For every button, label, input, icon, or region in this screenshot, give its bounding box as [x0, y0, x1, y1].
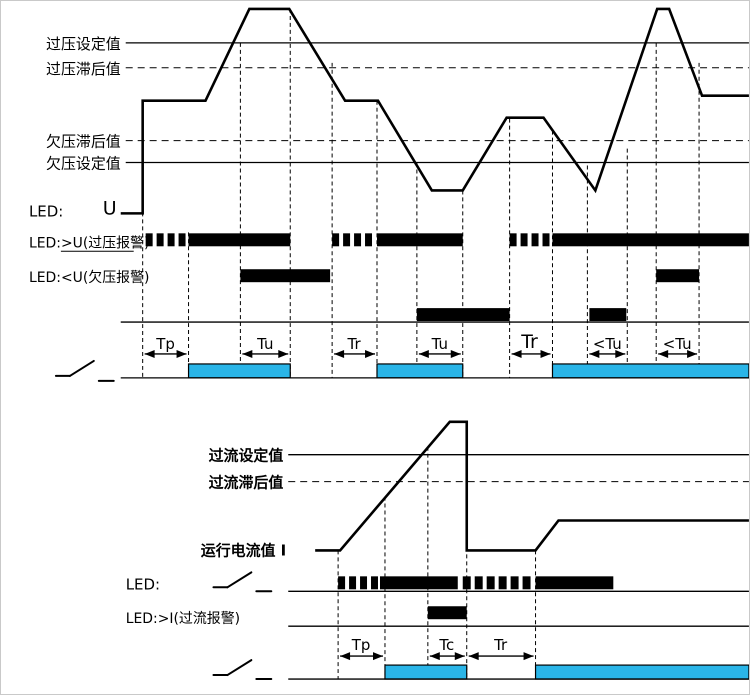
current-waveform — [315, 420, 749, 552]
timing-label: <Tu — [593, 335, 622, 353]
relay-output-bars-top — [187, 363, 749, 379]
overcurrent-set-label: 过流设定值 — [209, 447, 284, 465]
led-overvoltage-bars — [145, 233, 749, 247]
overvoltage-hysteresis-label: 过压滞后值 — [46, 60, 121, 78]
current-signal-label: 运行电流值 I — [201, 541, 286, 559]
timing-label: Tu — [431, 335, 448, 353]
timing-label: <Tu — [663, 335, 692, 353]
top-timing-annotations: Tp Tu Tr Tu Tr <Tu <Tu — [144, 331, 698, 358]
overcurrent-hysteresis-label: 过流滞后值 — [209, 474, 284, 492]
overvoltage-set-label: 过压设定值 — [46, 35, 121, 53]
undervoltage-output-bars — [416, 308, 627, 322]
relay-contact-icon — [212, 571, 273, 593]
voltage-timing-diagram: 过压设定值 过压滞后值 欠压滞后值 欠压设定值 LED: U LED:>U(过压… — [29, 7, 749, 382]
undervoltage-hysteresis-label: 欠压滞后值 — [46, 133, 121, 151]
relay-contact-icon — [54, 359, 115, 382]
current-timing-diagram: 过流设定值 过流滞后值 运行电流值 I LED: LED:>I(过流报警) Tp — [126, 420, 749, 681]
relay-output-bars-bottom — [384, 664, 749, 680]
timing-label: Tp — [155, 335, 175, 353]
timing-label: Tp — [351, 636, 371, 654]
led-undervoltage-label: LED:<U(欠压报警) — [29, 270, 150, 286]
timing-label: Tr — [347, 335, 362, 353]
timing-label: Tr — [493, 636, 508, 654]
led-overcurrent-label: LED:>I(过流报警) — [126, 611, 240, 627]
voltage-signal-label: U — [103, 197, 117, 219]
led-label-top: LED: — [29, 202, 63, 220]
timing-label: Tu — [256, 335, 273, 353]
led-label-bottom: LED: — [126, 575, 160, 593]
led-undervoltage-bars — [240, 269, 700, 283]
undervoltage-set-label: 欠压设定值 — [46, 155, 121, 173]
led-overcurrent-bars — [427, 606, 467, 620]
voltage-waveform — [120, 7, 749, 215]
timing-label: Tr — [520, 331, 538, 353]
relay-contact-icon — [212, 659, 273, 681]
bottom-timing-annotations: Tp Tc Tr — [340, 636, 534, 661]
timing-label: Tc — [438, 636, 454, 654]
led-run-bars — [338, 576, 614, 590]
led-overvoltage-label: LED:>U(过压报警) — [29, 235, 150, 251]
